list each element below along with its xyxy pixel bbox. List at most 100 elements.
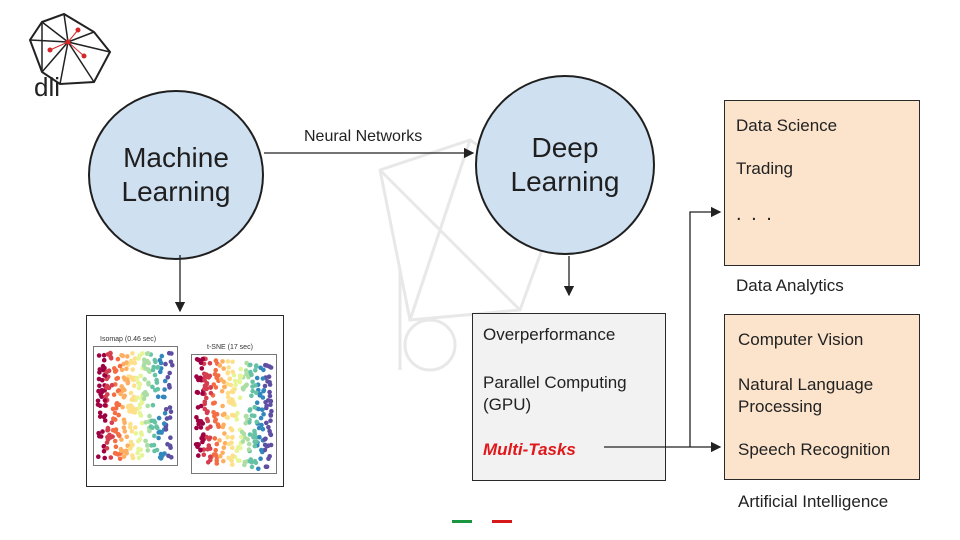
scatter-point bbox=[136, 455, 142, 461]
scatter-point bbox=[125, 379, 131, 384]
scatter-point bbox=[101, 414, 107, 420]
scatter-point bbox=[168, 445, 173, 450]
scatter-point bbox=[136, 385, 142, 391]
scatter-point bbox=[264, 464, 270, 470]
scatter-point bbox=[105, 352, 111, 357]
scatter-point bbox=[101, 352, 107, 358]
scatter-point bbox=[132, 360, 138, 366]
scatter-point bbox=[213, 447, 218, 453]
scatter-point bbox=[150, 367, 156, 373]
scatter-point bbox=[200, 391, 205, 396]
scatter-point bbox=[196, 453, 201, 458]
scatter-point bbox=[257, 434, 262, 440]
scatter-point bbox=[109, 420, 115, 425]
dl-line1: Deep bbox=[531, 132, 599, 163]
scatter-point bbox=[138, 413, 144, 418]
scatter-point bbox=[143, 438, 148, 444]
scatter-point bbox=[248, 369, 253, 375]
scatter-point bbox=[112, 438, 118, 444]
analytics-item: . . . bbox=[736, 203, 774, 225]
scatter-point bbox=[249, 393, 254, 399]
scatter-point bbox=[104, 446, 110, 451]
scatter-point bbox=[96, 454, 101, 459]
scatter-point bbox=[208, 385, 213, 390]
scatter-point bbox=[260, 407, 265, 412]
neural-networks-label: Neural Networks bbox=[304, 128, 423, 145]
scatter-point bbox=[218, 377, 224, 382]
scatter-point bbox=[211, 410, 216, 415]
scatter-point bbox=[193, 442, 199, 447]
scatter-point bbox=[128, 446, 133, 451]
scatter-point bbox=[204, 395, 209, 401]
scatter-point bbox=[254, 400, 260, 405]
scatter-point bbox=[102, 418, 108, 423]
scatter-point bbox=[102, 398, 108, 403]
scatter-point bbox=[225, 390, 231, 396]
scatter-point bbox=[96, 353, 102, 358]
dl-property: (GPU) bbox=[483, 395, 532, 414]
analytics-item: Trading bbox=[736, 159, 794, 178]
scatter-point bbox=[100, 429, 105, 434]
scatter-point bbox=[200, 439, 205, 445]
scatter-point bbox=[126, 403, 131, 409]
scatter-point bbox=[152, 433, 157, 439]
scatter-point bbox=[104, 383, 110, 389]
scatter-point bbox=[100, 363, 106, 369]
scatter-point bbox=[213, 385, 219, 390]
scatter-point bbox=[268, 365, 274, 370]
scatter-point bbox=[150, 425, 155, 431]
scatter-point bbox=[162, 411, 168, 416]
scatter-point bbox=[166, 382, 172, 388]
scatter-point bbox=[105, 437, 111, 442]
scatter-point bbox=[222, 431, 227, 436]
scatter-point bbox=[234, 417, 240, 422]
scatter-point bbox=[204, 372, 209, 377]
scatter-point bbox=[220, 359, 225, 364]
scatter-point bbox=[162, 387, 167, 392]
scatter-point bbox=[244, 371, 249, 377]
scatter-point bbox=[137, 405, 142, 410]
scatter-point bbox=[205, 426, 210, 431]
scatter-point bbox=[101, 448, 107, 454]
scatter-point bbox=[139, 453, 145, 458]
scatter-point bbox=[267, 393, 273, 399]
branch-arrow bbox=[689, 206, 722, 447]
scatter-point bbox=[113, 444, 119, 449]
scatter-point bbox=[137, 437, 143, 442]
scatter-point bbox=[206, 437, 212, 442]
scatter-point bbox=[131, 383, 137, 388]
scatter-point bbox=[119, 437, 124, 442]
scatter-point bbox=[213, 417, 218, 422]
scatter-point bbox=[169, 351, 174, 356]
scatter-point bbox=[213, 452, 218, 457]
scatter-point bbox=[152, 372, 158, 378]
scatter-point bbox=[266, 374, 272, 379]
scatter-point bbox=[130, 377, 136, 382]
isomap-panel bbox=[93, 346, 178, 466]
scatter-point bbox=[155, 394, 161, 399]
scatter-point bbox=[249, 413, 255, 418]
scatter-point bbox=[228, 426, 233, 431]
scatter-point bbox=[98, 391, 103, 397]
scatter-point bbox=[260, 395, 266, 400]
scatter-point bbox=[163, 407, 169, 412]
scatter-point bbox=[202, 406, 208, 412]
scatter-point bbox=[119, 448, 124, 454]
ai-item: Natural Language bbox=[738, 375, 874, 394]
scatter-point bbox=[111, 392, 117, 397]
isomap-scatter bbox=[95, 350, 175, 462]
scatter-point bbox=[237, 373, 243, 378]
scatter-point bbox=[220, 403, 225, 409]
scatter-point bbox=[140, 351, 145, 356]
scatter-point bbox=[256, 406, 261, 412]
isomap-title: Isomap (0.46 sec) bbox=[100, 336, 157, 343]
scatter-point bbox=[145, 448, 151, 453]
scatter-point bbox=[236, 379, 242, 384]
scatter-point bbox=[230, 453, 236, 458]
tsne-scatter bbox=[193, 356, 274, 472]
scatter-point bbox=[258, 365, 263, 371]
scatter-point bbox=[147, 413, 152, 419]
scatter-point bbox=[213, 358, 219, 363]
scatter-point bbox=[153, 359, 158, 365]
scatter-point bbox=[205, 447, 210, 452]
